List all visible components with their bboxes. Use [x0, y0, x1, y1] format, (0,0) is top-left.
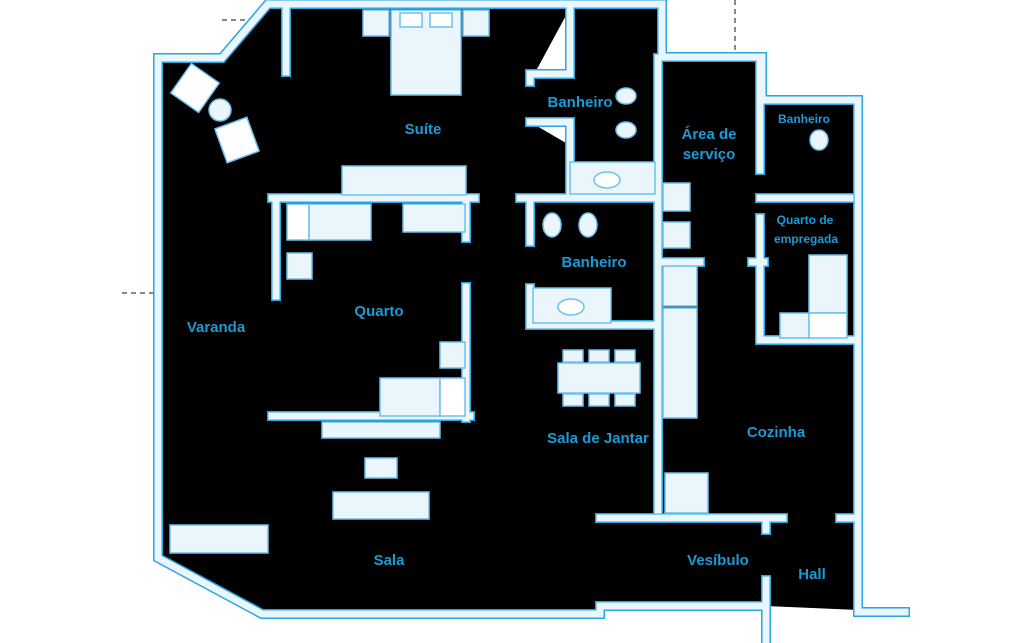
label-cozinha: Cozinha: [747, 424, 806, 441]
room-labels: Suíte Banheiro Área de serviço Banheiro …: [187, 94, 839, 583]
label-banheiro-empregada: Banheiro: [778, 112, 830, 126]
walls: [158, 4, 905, 640]
label-quarto-empregada-1: Quarto de: [777, 213, 834, 227]
label-area-servico-1: Área de: [681, 126, 736, 143]
label-quarto-empregada-2: empregada: [774, 232, 838, 246]
label-sala-jantar: Sala de Jantar: [547, 430, 649, 447]
label-varanda: Varanda: [187, 319, 246, 336]
label-area-servico-2: serviço: [683, 146, 736, 163]
label-suite: Suíte: [405, 121, 442, 138]
label-banheiro-suite: Banheiro: [547, 94, 612, 111]
label-sala: Sala: [374, 552, 406, 569]
furniture: [169, 9, 848, 554]
label-hall: Hall: [798, 566, 826, 583]
label-vestibulo: Vesíbulo: [687, 552, 749, 569]
label-quarto: Quarto: [354, 303, 403, 320]
label-banheiro-social: Banheiro: [561, 254, 626, 271]
